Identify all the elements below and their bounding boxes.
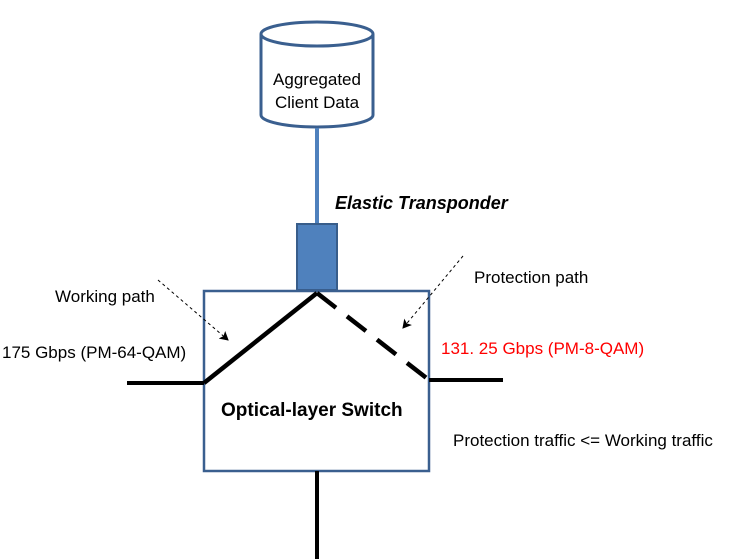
elastic-transponder [296, 223, 338, 291]
traffic-note: Protection traffic <= Working traffic [453, 431, 713, 450]
transponder-label: Elastic Transponder [335, 193, 509, 213]
optical-layer-switch [202, 289, 431, 473]
protection-path-label: Protection path [474, 268, 588, 287]
protection-path-arrow [402, 255, 464, 329]
protection-path-line [315, 291, 431, 382]
database-body [259, 34, 375, 129]
database-top [259, 20, 375, 48]
protection-rate-label: 131. 25 Gbps (PM-8-QAM) [441, 339, 644, 358]
database-label-line1: Aggregated [273, 70, 361, 89]
database-label-line2: Client Data [275, 93, 360, 112]
switch-label: Optical-layer Switch [221, 400, 403, 421]
working-rate-label: 175 Gbps (PM-64-QAM) [2, 343, 186, 362]
client-data-database: Aggregated Client Data [259, 20, 375, 129]
working-path-label: Working path [55, 287, 155, 306]
working-path-line [202, 291, 319, 385]
